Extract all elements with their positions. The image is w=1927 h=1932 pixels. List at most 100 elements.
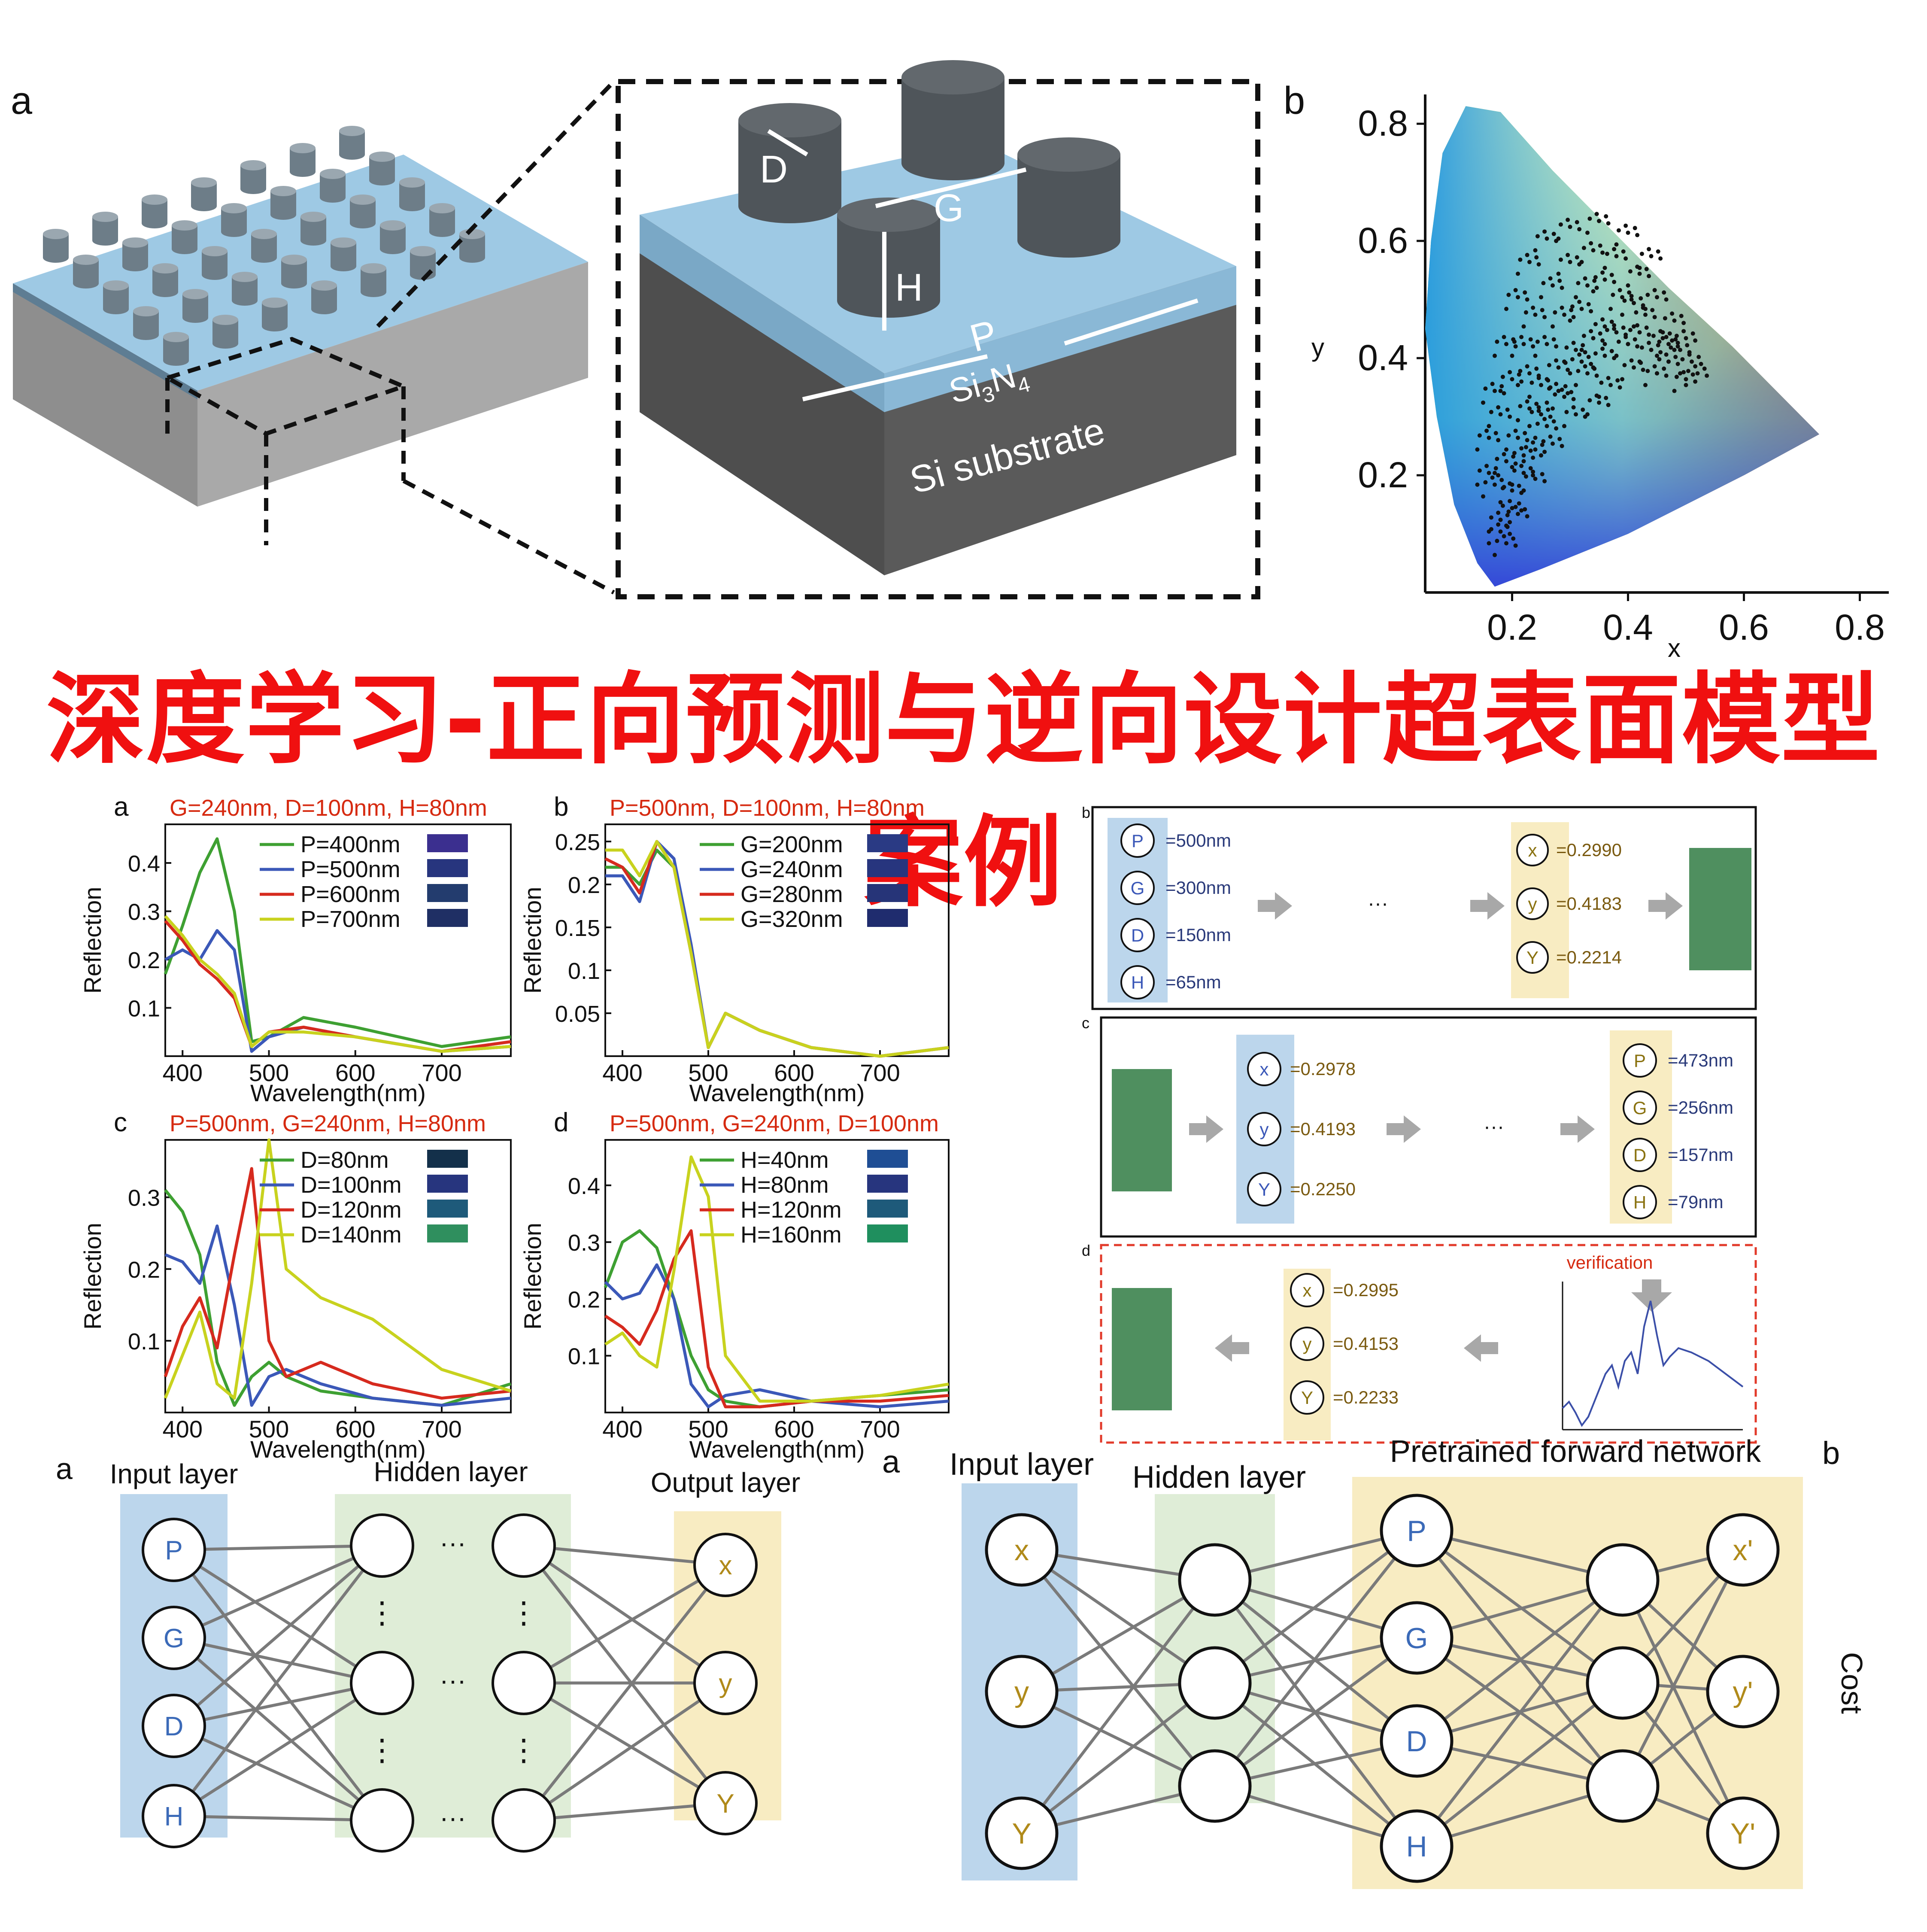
cie-point — [1521, 453, 1526, 458]
verification-label: verification — [1567, 1252, 1653, 1273]
cie-point — [1548, 434, 1553, 439]
pillar-top — [202, 246, 228, 256]
cie-point — [1591, 365, 1596, 370]
cie-point — [1632, 301, 1636, 305]
cie-point — [1614, 353, 1619, 358]
legend-label: D=140nm — [300, 1222, 402, 1248]
cie-point — [1581, 407, 1585, 412]
spectrum-y-tick-label: 0.2 — [568, 872, 600, 898]
legend-swatch — [867, 1200, 908, 1218]
cie-point — [1539, 383, 1543, 387]
pillar-base — [350, 218, 376, 228]
cie-point — [1564, 345, 1569, 350]
cie-point — [1675, 361, 1680, 366]
flow-c-output-symbol: G — [1633, 1098, 1647, 1118]
cie-point — [1678, 348, 1682, 352]
cie-point — [1505, 513, 1510, 517]
flow-b-frame — [1091, 806, 1757, 1010]
nn-forward-edge — [522, 1564, 727, 1822]
cie-point — [1568, 318, 1572, 323]
cie-point — [1540, 472, 1545, 477]
spectrum-x-tick-label: 600 — [335, 1059, 375, 1086]
pillar-base — [232, 295, 258, 306]
cie-point — [1539, 412, 1543, 417]
cie-point — [1615, 378, 1620, 383]
cie-point — [1597, 219, 1601, 223]
flow-d-value-circle — [1290, 1380, 1324, 1415]
selection-box — [162, 337, 410, 436]
cie-point — [1632, 365, 1636, 370]
nn-inverse-pretrained-hidden-node — [1586, 1749, 1660, 1823]
cie-point — [1525, 514, 1529, 519]
cie-point — [1600, 270, 1605, 275]
cie-point — [1621, 249, 1626, 254]
nn-forward-input-symbol: H — [164, 1802, 184, 1832]
cie-point — [1604, 214, 1608, 219]
cie-point — [1591, 336, 1596, 340]
cie-point — [1571, 340, 1576, 345]
pillar-base — [122, 261, 148, 271]
cie-point — [1551, 337, 1556, 342]
zoom-line — [376, 80, 616, 328]
cie-point — [1571, 315, 1576, 319]
flow-arrow — [1560, 1115, 1595, 1143]
cie-point — [1513, 543, 1518, 548]
pillar-top — [163, 332, 189, 342]
cie-point — [1593, 322, 1598, 326]
cie-point — [1487, 471, 1491, 475]
pillar-top — [350, 194, 376, 205]
cie-point — [1602, 353, 1607, 358]
spectrum-x-tick-label: 700 — [860, 1059, 900, 1086]
cie-point — [1566, 252, 1570, 257]
cie-point — [1557, 437, 1562, 441]
cie-point — [1679, 313, 1684, 318]
cie-point — [1516, 295, 1520, 300]
pillar-base — [429, 227, 455, 237]
pillar-top — [281, 255, 307, 265]
cie-point — [1669, 345, 1673, 350]
cie-point — [1629, 358, 1634, 363]
pillar-base — [339, 149, 365, 160]
cie-point — [1662, 290, 1666, 295]
spectrum-x-tick-label: 700 — [422, 1416, 461, 1443]
panel-b-label: b — [1284, 79, 1305, 122]
cell-pillar-base — [901, 146, 1004, 180]
nn-forward-edge — [173, 1637, 383, 1822]
nn-forward-edge — [173, 1544, 383, 1727]
cie-point — [1521, 342, 1526, 346]
cie-point — [1652, 288, 1657, 292]
flow-b-input-symbol: D — [1131, 925, 1144, 945]
cie-point — [1589, 241, 1593, 246]
cie-point — [1505, 407, 1510, 412]
dim-label-g: G — [934, 187, 964, 230]
cie-point — [1513, 288, 1518, 292]
cie-point — [1564, 410, 1569, 414]
nn-inverse-param-symbol: H — [1406, 1830, 1427, 1863]
spectrum-series-line — [164, 915, 511, 1053]
flow-c-input-value: =0.2250 — [1290, 1179, 1356, 1199]
cie-point — [1629, 294, 1634, 298]
nn-forward-edge — [173, 1682, 383, 1817]
cie-point — [1690, 359, 1694, 364]
cie-point — [1489, 527, 1493, 532]
nn-forward-edge — [523, 1544, 726, 1567]
cie-point — [1589, 361, 1593, 366]
cie-point — [1531, 469, 1536, 474]
cie-point — [1635, 323, 1640, 328]
cie-point — [1517, 501, 1521, 506]
cie-point — [1510, 506, 1514, 510]
cie-point — [1591, 289, 1596, 294]
nn-inverse-input-node — [985, 1655, 1059, 1728]
cie-point — [1533, 447, 1538, 452]
cie-point — [1523, 474, 1528, 479]
cie-point — [1551, 283, 1555, 288]
cie-point — [1536, 262, 1541, 267]
cie-point — [1672, 389, 1677, 393]
cie-point — [1626, 283, 1630, 288]
cie-point — [1545, 377, 1549, 382]
